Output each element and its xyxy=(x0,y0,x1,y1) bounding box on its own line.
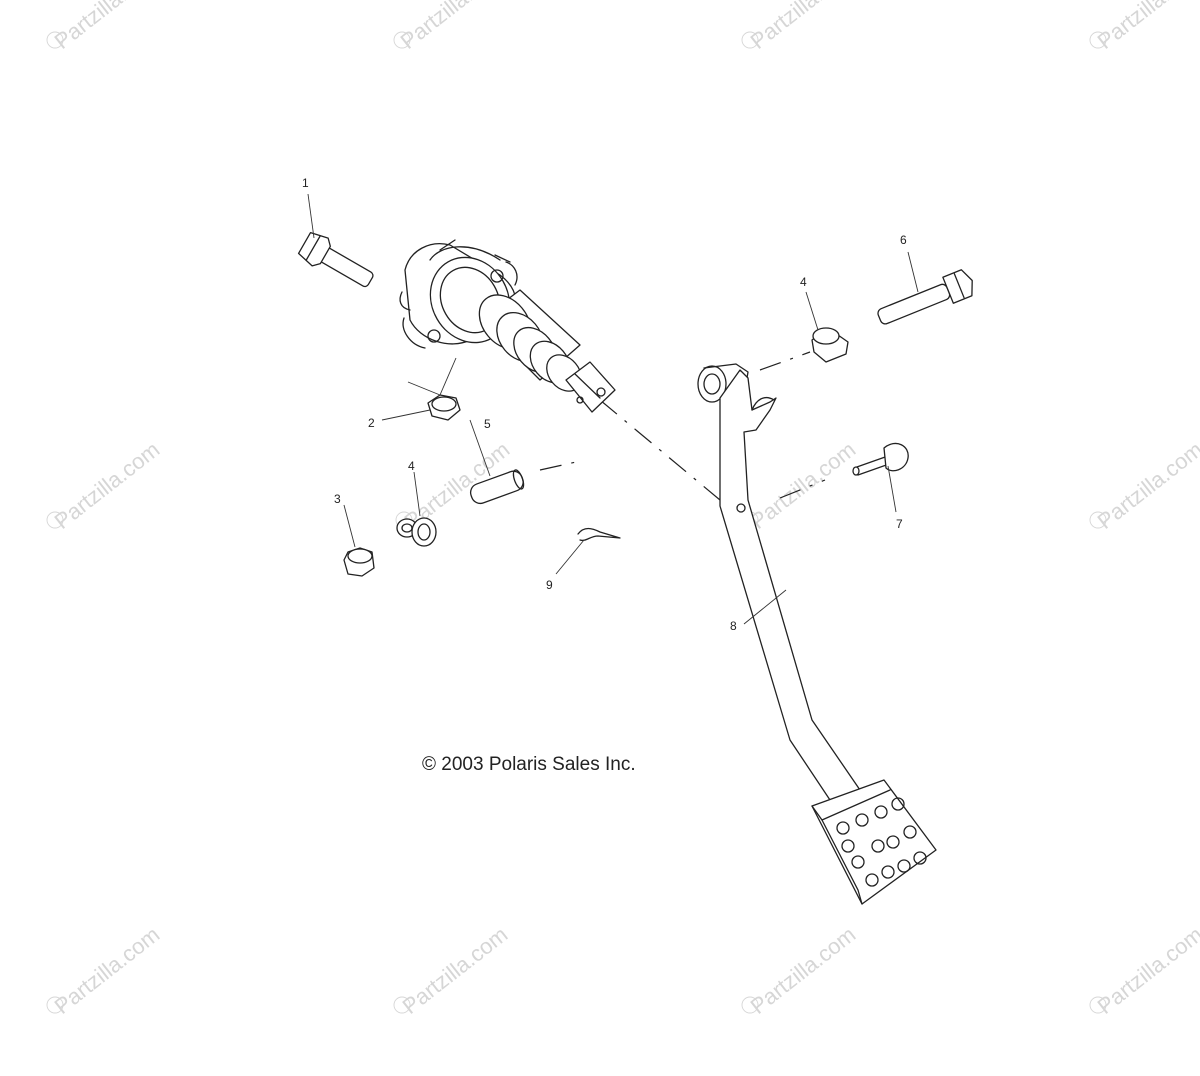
pad-holes xyxy=(836,797,927,887)
callout-9: 9 xyxy=(546,578,553,592)
watermark: Partzilla.com xyxy=(746,437,861,534)
bolt-part xyxy=(297,231,374,288)
callout-3: 3 xyxy=(334,492,341,506)
watermark: Partzilla.com xyxy=(50,437,165,534)
callout-4-lower: 4 xyxy=(408,459,415,473)
assembly-centerline xyxy=(599,399,721,501)
watermark: Partzilla.com xyxy=(1093,0,1200,54)
watermark: Partzilla.com xyxy=(396,0,511,54)
callout-5: 5 xyxy=(484,417,491,431)
brake-pedal-part xyxy=(697,363,937,905)
watermark: Partzilla.com xyxy=(746,922,861,1019)
callout-7: 7 xyxy=(896,517,903,531)
sleeve-part xyxy=(469,419,525,505)
bushing-part xyxy=(805,291,849,363)
callout-2: 2 xyxy=(368,416,375,430)
callout-4-upper: 4 xyxy=(800,275,807,289)
assembly-centerline xyxy=(779,479,826,499)
callout-1: 1 xyxy=(302,176,309,190)
watermark: Partzilla.com xyxy=(50,922,165,1019)
assembly-centerline xyxy=(539,461,577,471)
watermark: Partzilla.com xyxy=(398,922,513,1019)
watermark: Partzilla.com xyxy=(1093,437,1200,534)
copyright-notice: © 2003 Polaris Sales Inc. xyxy=(422,754,636,775)
nut-part xyxy=(343,504,375,577)
bolt-part xyxy=(877,269,973,325)
nut-part xyxy=(381,357,461,421)
pin-part xyxy=(852,442,909,513)
watermark-layer: Partzilla.com Partzilla.com Partzilla.co… xyxy=(46,0,1200,1019)
master-cylinder xyxy=(399,239,616,413)
assembly-centerline xyxy=(759,351,811,371)
watermark: Partzilla.com xyxy=(1093,922,1200,1019)
bushing-part xyxy=(396,471,437,547)
watermark: Partzilla.com xyxy=(746,0,861,54)
clip-part xyxy=(555,527,621,575)
callout-8: 8 xyxy=(730,619,737,633)
watermark: Partzilla.com xyxy=(50,0,165,54)
callout-6: 6 xyxy=(900,233,907,247)
